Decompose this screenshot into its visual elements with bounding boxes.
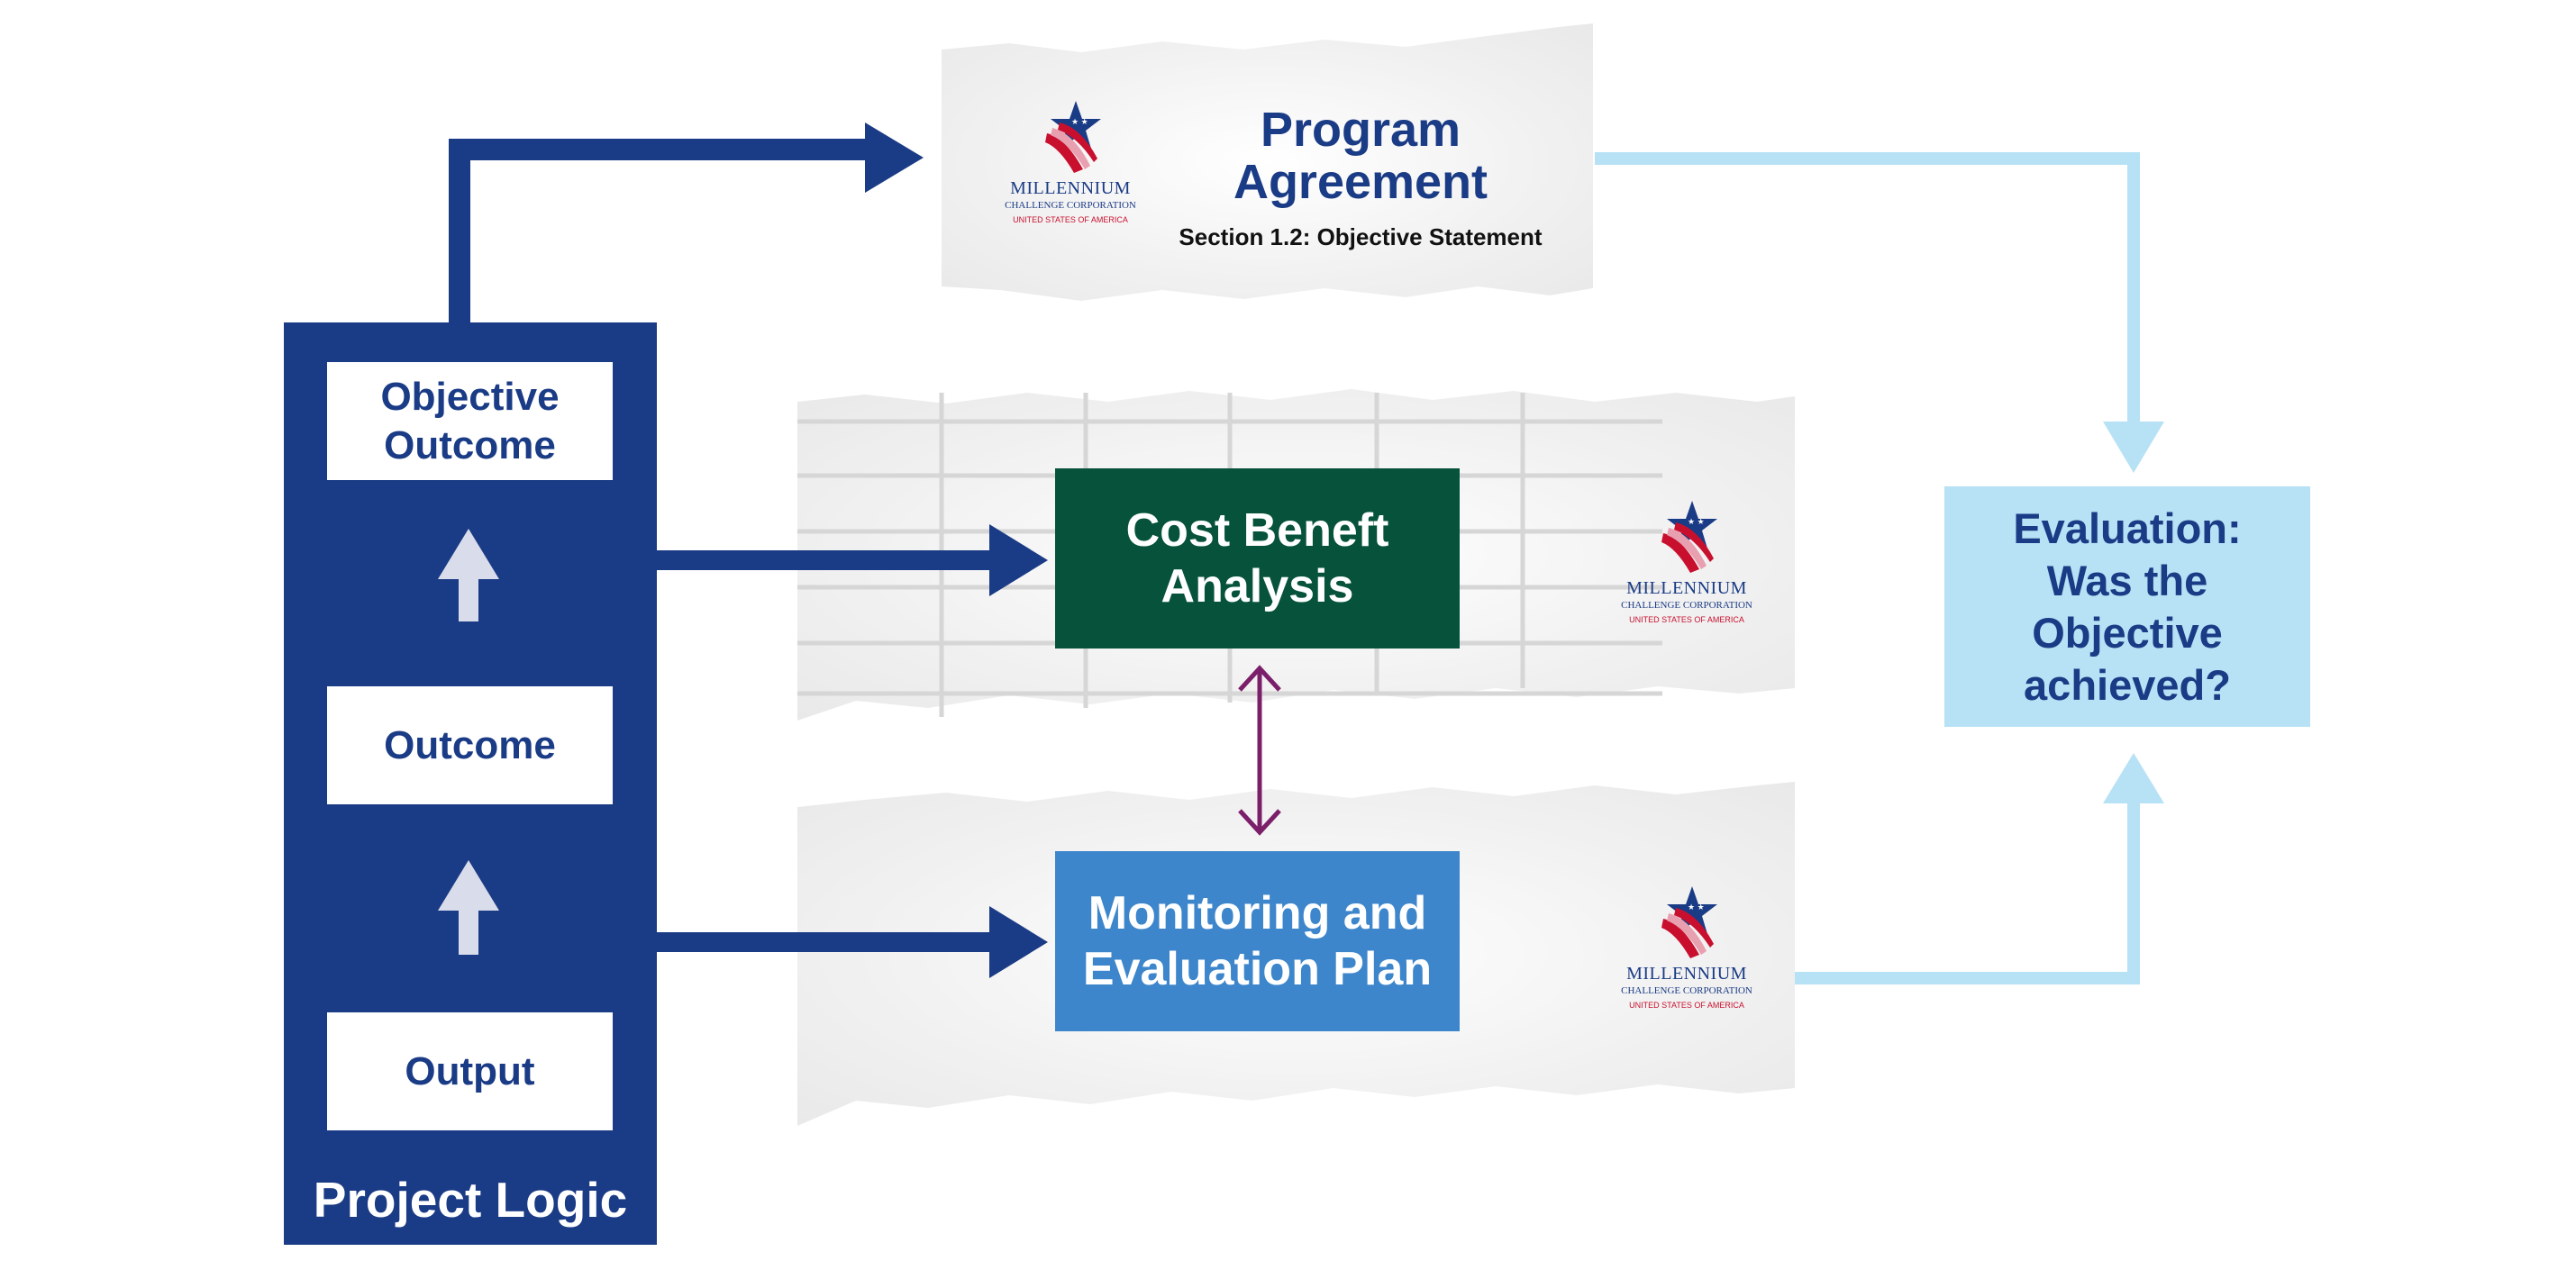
- logo-text-millennium: MILLENNIUM: [1010, 178, 1131, 198]
- outcome-label: Outcome: [384, 722, 556, 767]
- svg-text:★ ★: ★ ★: [1688, 517, 1705, 526]
- star-flag-icon: ★ ★: [1661, 886, 1717, 958]
- svg-text:★ ★: ★ ★: [1071, 117, 1088, 126]
- connector-monitoring-to-evaluation: [1795, 797, 2140, 984]
- logo-text-challenge: CHALLENGE CORPORATION: [1005, 200, 1136, 211]
- program-agreement-title: Program Agreement: [1233, 103, 1488, 209]
- svg-text:★ ★: ★ ★: [1688, 903, 1705, 912]
- output-label: Output: [405, 1048, 535, 1093]
- star-flag-icon: ★ ★: [1661, 501, 1717, 573]
- cost-benefit-box: Cost Beneft Analysis: [1055, 468, 1460, 649]
- logo-text-challenge: CHALLENGE CORPORATION: [1621, 985, 1752, 996]
- arrowhead-program-agreement: [865, 122, 924, 193]
- outcome-box: Outcome: [327, 686, 613, 804]
- logo-text-millennium: MILLENNIUM: [1626, 578, 1747, 598]
- purple-double-arrow: [1238, 665, 1281, 836]
- logic-up-arrow-2: [438, 860, 499, 955]
- arrow-to-program-agreement: [449, 139, 867, 324]
- project-logic-title: Project Logic: [313, 1172, 628, 1228]
- logo-text-millennium: MILLENNIUM: [1626, 964, 1747, 984]
- arrowhead-monitoring: [989, 906, 1048, 978]
- output-box: Output: [327, 1012, 613, 1130]
- monitoring-label: Monitoring and Evaluation Plan: [1082, 887, 1433, 995]
- arrowhead-evaluation-bottom: [2103, 753, 2164, 803]
- cost-benefit-label: Cost Beneft Analysis: [1125, 504, 1389, 612]
- star-flag-icon: ★ ★: [1045, 101, 1101, 173]
- logo-text-usa: UNITED STATES OF AMERICA: [1629, 615, 1744, 624]
- logic-up-arrow-1: [438, 529, 499, 621]
- objective-outcome-box: Objective Outcome: [327, 362, 613, 480]
- evaluation-box: Evaluation: Was the Objective achieved?: [1944, 486, 2310, 727]
- logo-text-usa: UNITED STATES OF AMERICA: [1013, 215, 1128, 224]
- evaluation-label: Evaluation: Was the Objective achieved?: [2013, 503, 2242, 709]
- arrowhead-cost-benefit: [989, 524, 1048, 596]
- mcc-logo-agreement: ★ ★ MILLENNIUM CHALLENGE CORPORATION UNI…: [998, 97, 1142, 232]
- mcc-logo-monitoring: ★ ★ MILLENNIUM CHALLENGE CORPORATION UNI…: [1615, 883, 1759, 1018]
- logo-text-challenge: CHALLENGE CORPORATION: [1621, 600, 1752, 611]
- mcc-logo-cost-benefit: ★ ★ MILLENNIUM CHALLENGE CORPORATION UNI…: [1615, 497, 1759, 632]
- arrowhead-evaluation-top: [2103, 422, 2164, 473]
- logo-text-usa: UNITED STATES OF AMERICA: [1629, 1001, 1744, 1010]
- monitoring-box: Monitoring and Evaluation Plan: [1055, 851, 1460, 1031]
- spreadsheet-grid: [797, 393, 1662, 717]
- connector-agreement-to-evaluation: [1595, 152, 2140, 428]
- program-agreement-paper: [942, 23, 1593, 301]
- objective-outcome-label: Objective Outcome: [380, 374, 560, 467]
- program-agreement-subtitle: Section 1.2: Objective Statement: [1179, 223, 1543, 250]
